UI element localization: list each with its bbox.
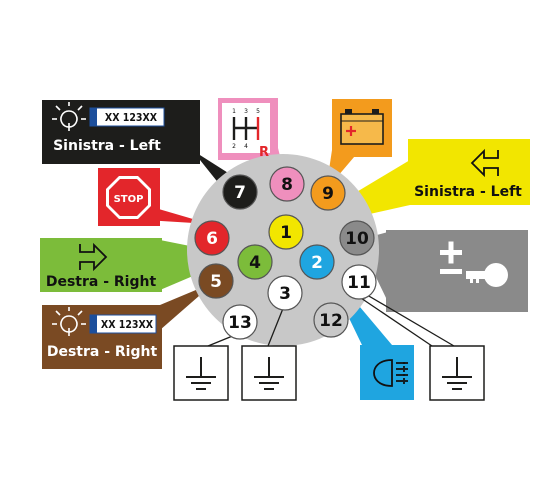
pin-number: 5 bbox=[210, 272, 222, 292]
pin-number: 11 bbox=[347, 273, 371, 293]
label-sinistra-left-yellow: Sinistra - Left bbox=[414, 184, 522, 200]
pin-1: 1 bbox=[268, 214, 304, 250]
gear-number: 3 bbox=[244, 108, 248, 115]
pin-circle bbox=[269, 166, 305, 202]
ground-leaders bbox=[207, 291, 455, 347]
pin-7: 7 bbox=[222, 174, 258, 210]
pin-circle bbox=[198, 263, 234, 299]
ground-box-11 bbox=[429, 345, 485, 401]
stop-sign-inner bbox=[109, 179, 148, 216]
leader-3-ground bbox=[267, 305, 285, 347]
leader-11b-ground bbox=[361, 291, 455, 347]
ground-box-13 bbox=[173, 345, 229, 401]
pin-10: 10 bbox=[339, 220, 375, 256]
pin-number: 8 bbox=[281, 175, 293, 195]
ground-icon bbox=[254, 357, 284, 390]
pin-12: 12 bbox=[313, 302, 349, 338]
pin-circle bbox=[267, 275, 303, 311]
ground-icon bbox=[186, 357, 216, 390]
pin-9: 9 bbox=[310, 175, 346, 211]
ground-icon bbox=[442, 357, 472, 390]
pin-number: 1 bbox=[280, 223, 292, 243]
light-icon-left bbox=[52, 102, 86, 131]
gear-number: 5 bbox=[256, 108, 260, 115]
gear-number: 1 bbox=[232, 108, 236, 115]
pin-circle bbox=[222, 174, 258, 210]
pin-4: 4 bbox=[237, 244, 273, 280]
pin-number: 4 bbox=[249, 253, 261, 273]
pin-number: 13 bbox=[228, 313, 252, 333]
gear-reverse-label: R bbox=[259, 145, 269, 160]
pin-circle bbox=[194, 220, 230, 256]
battery-icon bbox=[340, 109, 384, 145]
pin-circle bbox=[339, 220, 375, 256]
leader-13-ground bbox=[207, 334, 236, 347]
pin-circle bbox=[237, 244, 273, 280]
license-plate-text: XX 123XX bbox=[101, 319, 154, 331]
ground-box-3 bbox=[241, 345, 297, 401]
pin-number: 7 bbox=[234, 183, 246, 203]
pin-8: 8 bbox=[269, 166, 305, 202]
pin-circle bbox=[341, 264, 377, 300]
label-sinistra-left-black: Sinistra - Left bbox=[53, 138, 161, 154]
pin-number: 9 bbox=[322, 184, 334, 204]
pin-11: 11 bbox=[341, 264, 377, 300]
pin-13: 13 bbox=[222, 304, 258, 340]
ignition-key-icon bbox=[440, 241, 508, 287]
pin-3: 3 bbox=[267, 275, 303, 311]
rear-lamp-icon bbox=[373, 359, 408, 387]
leader-11a-ground bbox=[351, 291, 433, 347]
pin-number: 10 bbox=[345, 229, 369, 249]
label-destra-right-green: Destra - Right bbox=[46, 274, 157, 290]
arrow-right-icon bbox=[79, 242, 108, 272]
pin-circle bbox=[313, 302, 349, 338]
label-destra-right-brown: Destra - Right bbox=[47, 344, 158, 360]
pin-number: 2 bbox=[311, 253, 323, 273]
pin-circle bbox=[299, 244, 335, 280]
pin-6: 6 bbox=[194, 220, 230, 256]
pin-2: 2 bbox=[299, 244, 335, 280]
license-plate-eu-band bbox=[90, 108, 97, 126]
pin-number: 3 bbox=[279, 284, 291, 304]
pin-5: 5 bbox=[198, 263, 234, 299]
callout-green-right bbox=[40, 238, 162, 292]
pin-circle bbox=[310, 175, 346, 211]
pin-number: 6 bbox=[206, 229, 218, 249]
gearbox-icon bbox=[232, 117, 258, 140]
gear-number: 4 bbox=[244, 143, 248, 150]
gear-number: 2 bbox=[232, 143, 236, 150]
license-plate-eu-band bbox=[90, 315, 97, 333]
arrow-left-icon bbox=[470, 148, 499, 178]
pin-number: 12 bbox=[319, 311, 343, 331]
pin-circle bbox=[222, 304, 258, 340]
light-icon-right bbox=[52, 307, 86, 336]
callout-yellow-left bbox=[408, 139, 530, 205]
stop-sign-text: STOP bbox=[114, 194, 144, 205]
license-plate-text: XX 123XX bbox=[105, 112, 158, 124]
pin-circle bbox=[268, 214, 304, 250]
